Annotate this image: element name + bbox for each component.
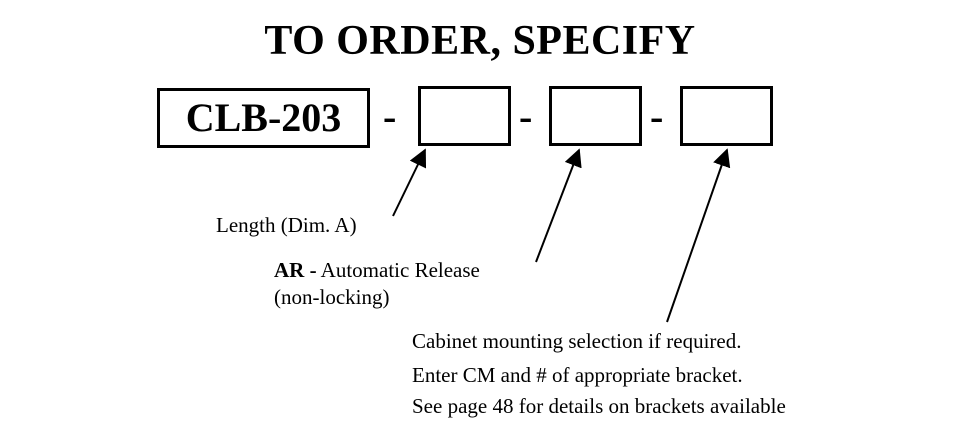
cabinet-mounting-line-2: Enter CM and # of appropriate bracket. [412, 363, 743, 387]
release-option-box [549, 86, 642, 146]
cabinet-mounting-line-3: See page 48 for details on brackets avai… [412, 394, 786, 418]
separator-dash: - [650, 94, 664, 139]
mounting-option-box [680, 86, 773, 146]
mounting-arrow [666, 148, 731, 323]
release-description: Automatic Release [320, 258, 480, 282]
length-label: Length (Dim. A) [216, 213, 357, 237]
release-note: (non-locking) [274, 285, 390, 309]
release-option-label: AR - Automatic Release [274, 257, 480, 283]
length-option-box [418, 86, 511, 146]
page-title: TO ORDER, SPECIFY [264, 18, 696, 64]
separator-dash: - [519, 94, 533, 139]
cabinet-mounting-line-1: Cabinet mounting selection if required. [412, 329, 742, 353]
length-arrow [392, 148, 427, 217]
separator-dash: - [383, 94, 397, 139]
release-arrow [535, 148, 582, 263]
model-code-box: CLB-203 [157, 88, 370, 148]
release-code: AR - [274, 258, 317, 282]
